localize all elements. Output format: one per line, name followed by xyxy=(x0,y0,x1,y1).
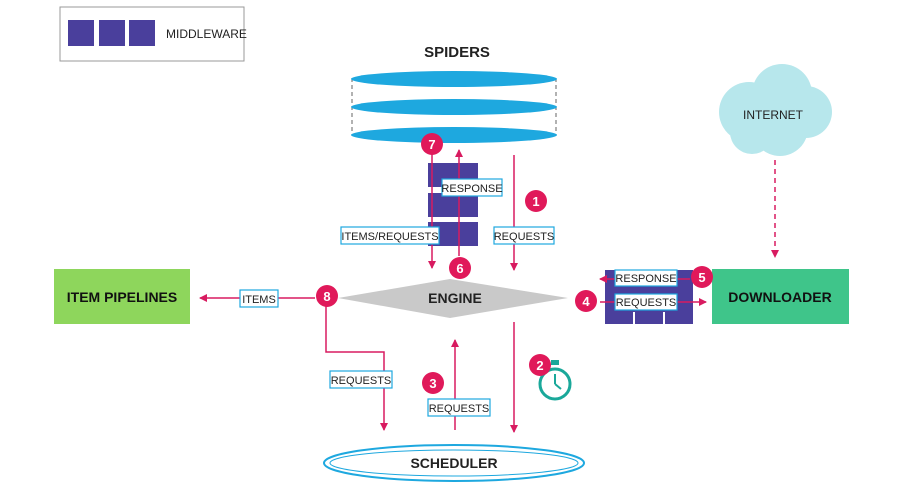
step-6-badge: 6 xyxy=(456,261,463,276)
requests-label-3: REQUESTS xyxy=(429,403,490,415)
items-label: ITEMS xyxy=(242,294,276,306)
step-1-badge: 1 xyxy=(532,194,539,209)
requests-label-right: REQUESTS xyxy=(616,297,677,309)
requests-label-left: REQUESTS xyxy=(331,375,392,387)
middleware-legend-swatch xyxy=(129,20,155,46)
step-2-badge: 2 xyxy=(536,358,543,373)
scheduler-component: SCHEDULER xyxy=(323,444,585,482)
spider-middleware xyxy=(428,163,478,246)
spiders-title: SPIDERS xyxy=(424,44,490,61)
flow-labels: REQUESTS RESPONSE ITEMS/REQUESTS ITEMS R… xyxy=(239,178,678,417)
item-pipelines-label: ITEM PIPELINES xyxy=(67,289,177,305)
step-4-badge: 4 xyxy=(582,294,590,309)
step-7-badge: 7 xyxy=(428,137,435,152)
engine-to-scheduler-requests-arrow xyxy=(325,305,388,431)
item-pipelines-box xyxy=(54,269,190,324)
legend: MIDDLEWARE xyxy=(59,6,247,62)
downloader-box xyxy=(712,269,849,324)
middleware-legend-swatch xyxy=(99,20,125,46)
internet-cloud: INTERNET xyxy=(719,64,832,156)
spiders-disk xyxy=(351,127,557,143)
response-label-top: RESPONSE xyxy=(441,183,502,195)
items-requests-label: ITEMS/REQUESTS xyxy=(341,231,438,243)
spiders-disk xyxy=(351,71,557,87)
step-badges: 1 2 3 4 5 6 7 8 xyxy=(316,133,713,394)
engine-shape xyxy=(338,279,568,318)
requests-label-1: REQUESTS xyxy=(494,231,555,243)
spiders-disk xyxy=(351,99,557,115)
scheduler-label: SCHEDULER xyxy=(410,455,497,471)
step-5-badge: 5 xyxy=(698,270,705,285)
response-label-right: RESPONSE xyxy=(615,273,676,285)
legend-label: MIDDLEWARE xyxy=(166,27,247,41)
step-8-badge: 8 xyxy=(323,289,330,304)
middleware-legend-swatch xyxy=(68,20,94,46)
clock-icon xyxy=(538,360,572,401)
spiders-component: SPIDERS xyxy=(351,44,557,143)
downloader-label: DOWNLOADER xyxy=(728,289,831,305)
step-3-badge: 3 xyxy=(429,376,436,391)
internet-label: INTERNET xyxy=(743,108,804,122)
engine-label: ENGINE xyxy=(428,290,482,306)
